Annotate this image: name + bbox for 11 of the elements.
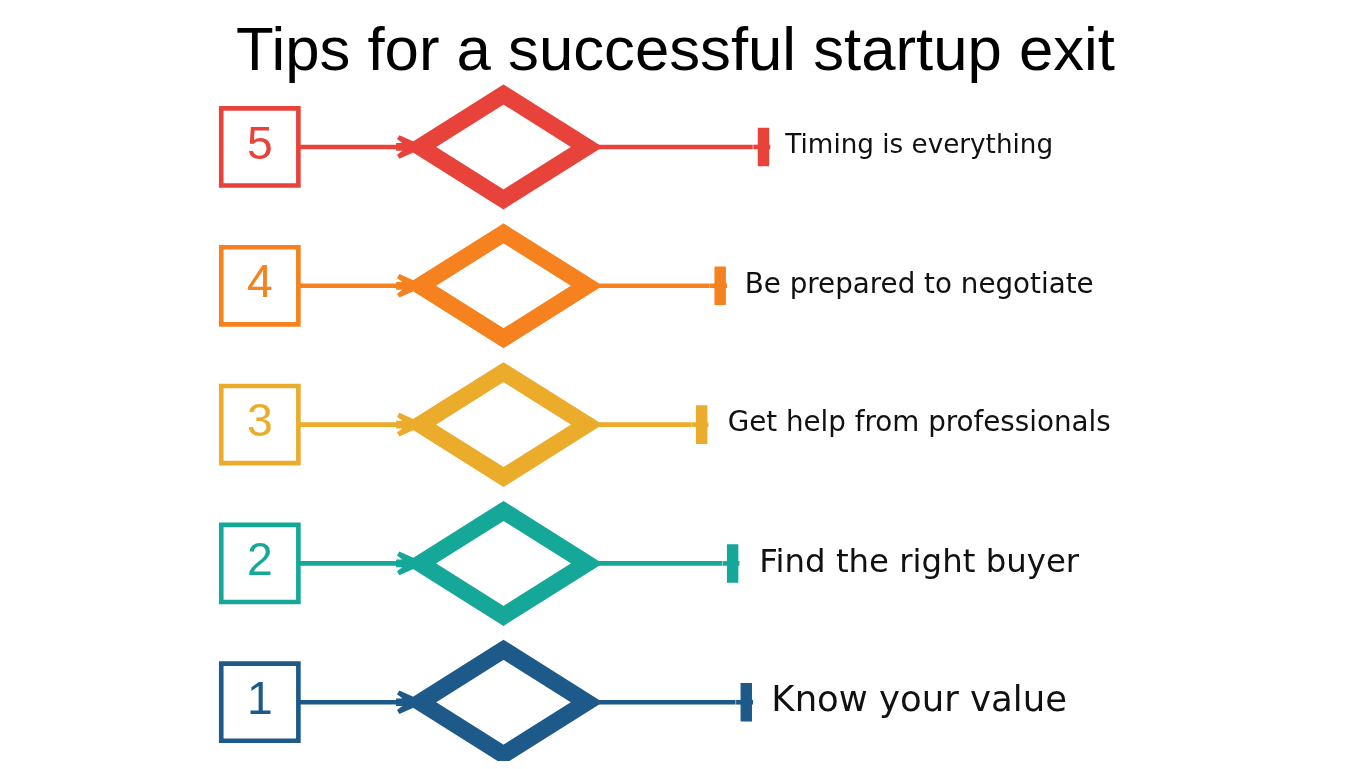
diagram-title: Tips for a successful startup exit <box>235 13 1115 83</box>
node-box: 4 <box>218 244 301 327</box>
node-box: 2 <box>218 522 301 605</box>
node-text: Be prepared to negotiate <box>744 266 1094 300</box>
node-box: 3 <box>218 383 301 466</box>
node-box: 1 <box>218 661 301 744</box>
node-box: 5 <box>218 106 301 188</box>
node-text: Know your value <box>770 678 1067 720</box>
node-text: Find the right buyer <box>758 541 1079 580</box>
node-text: Timing is everything <box>784 129 1053 160</box>
node-text: Get help from professionals <box>727 405 1111 439</box>
